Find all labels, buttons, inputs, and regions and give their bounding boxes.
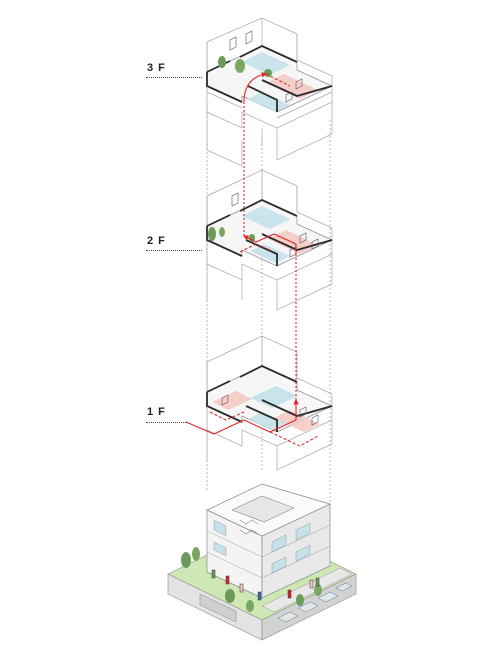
floor-label-2f: 2 F [147, 235, 166, 247]
floor-leader-1f [146, 422, 186, 423]
parking-area [261, 567, 353, 613]
floor-label-1f: 1 F [147, 406, 166, 418]
courtyard-cut [231, 495, 295, 523]
floor-leader-2f [146, 250, 202, 251]
site-trees [181, 547, 322, 612]
cars [277, 582, 353, 623]
floor-2-plan [206, 169, 333, 311]
floor-leader-3f [146, 77, 202, 78]
circulation-path [185, 71, 319, 447]
building-model [167, 483, 357, 641]
people [211, 569, 320, 601]
floor-label-3f: 3 F [147, 62, 166, 74]
floor-2-plants [208, 227, 255, 242]
alignment-guides [206, 100, 331, 520]
floor-1-plan [206, 335, 333, 471]
floor-3-plan [206, 17, 333, 167]
floor-3-plants [218, 56, 272, 77]
